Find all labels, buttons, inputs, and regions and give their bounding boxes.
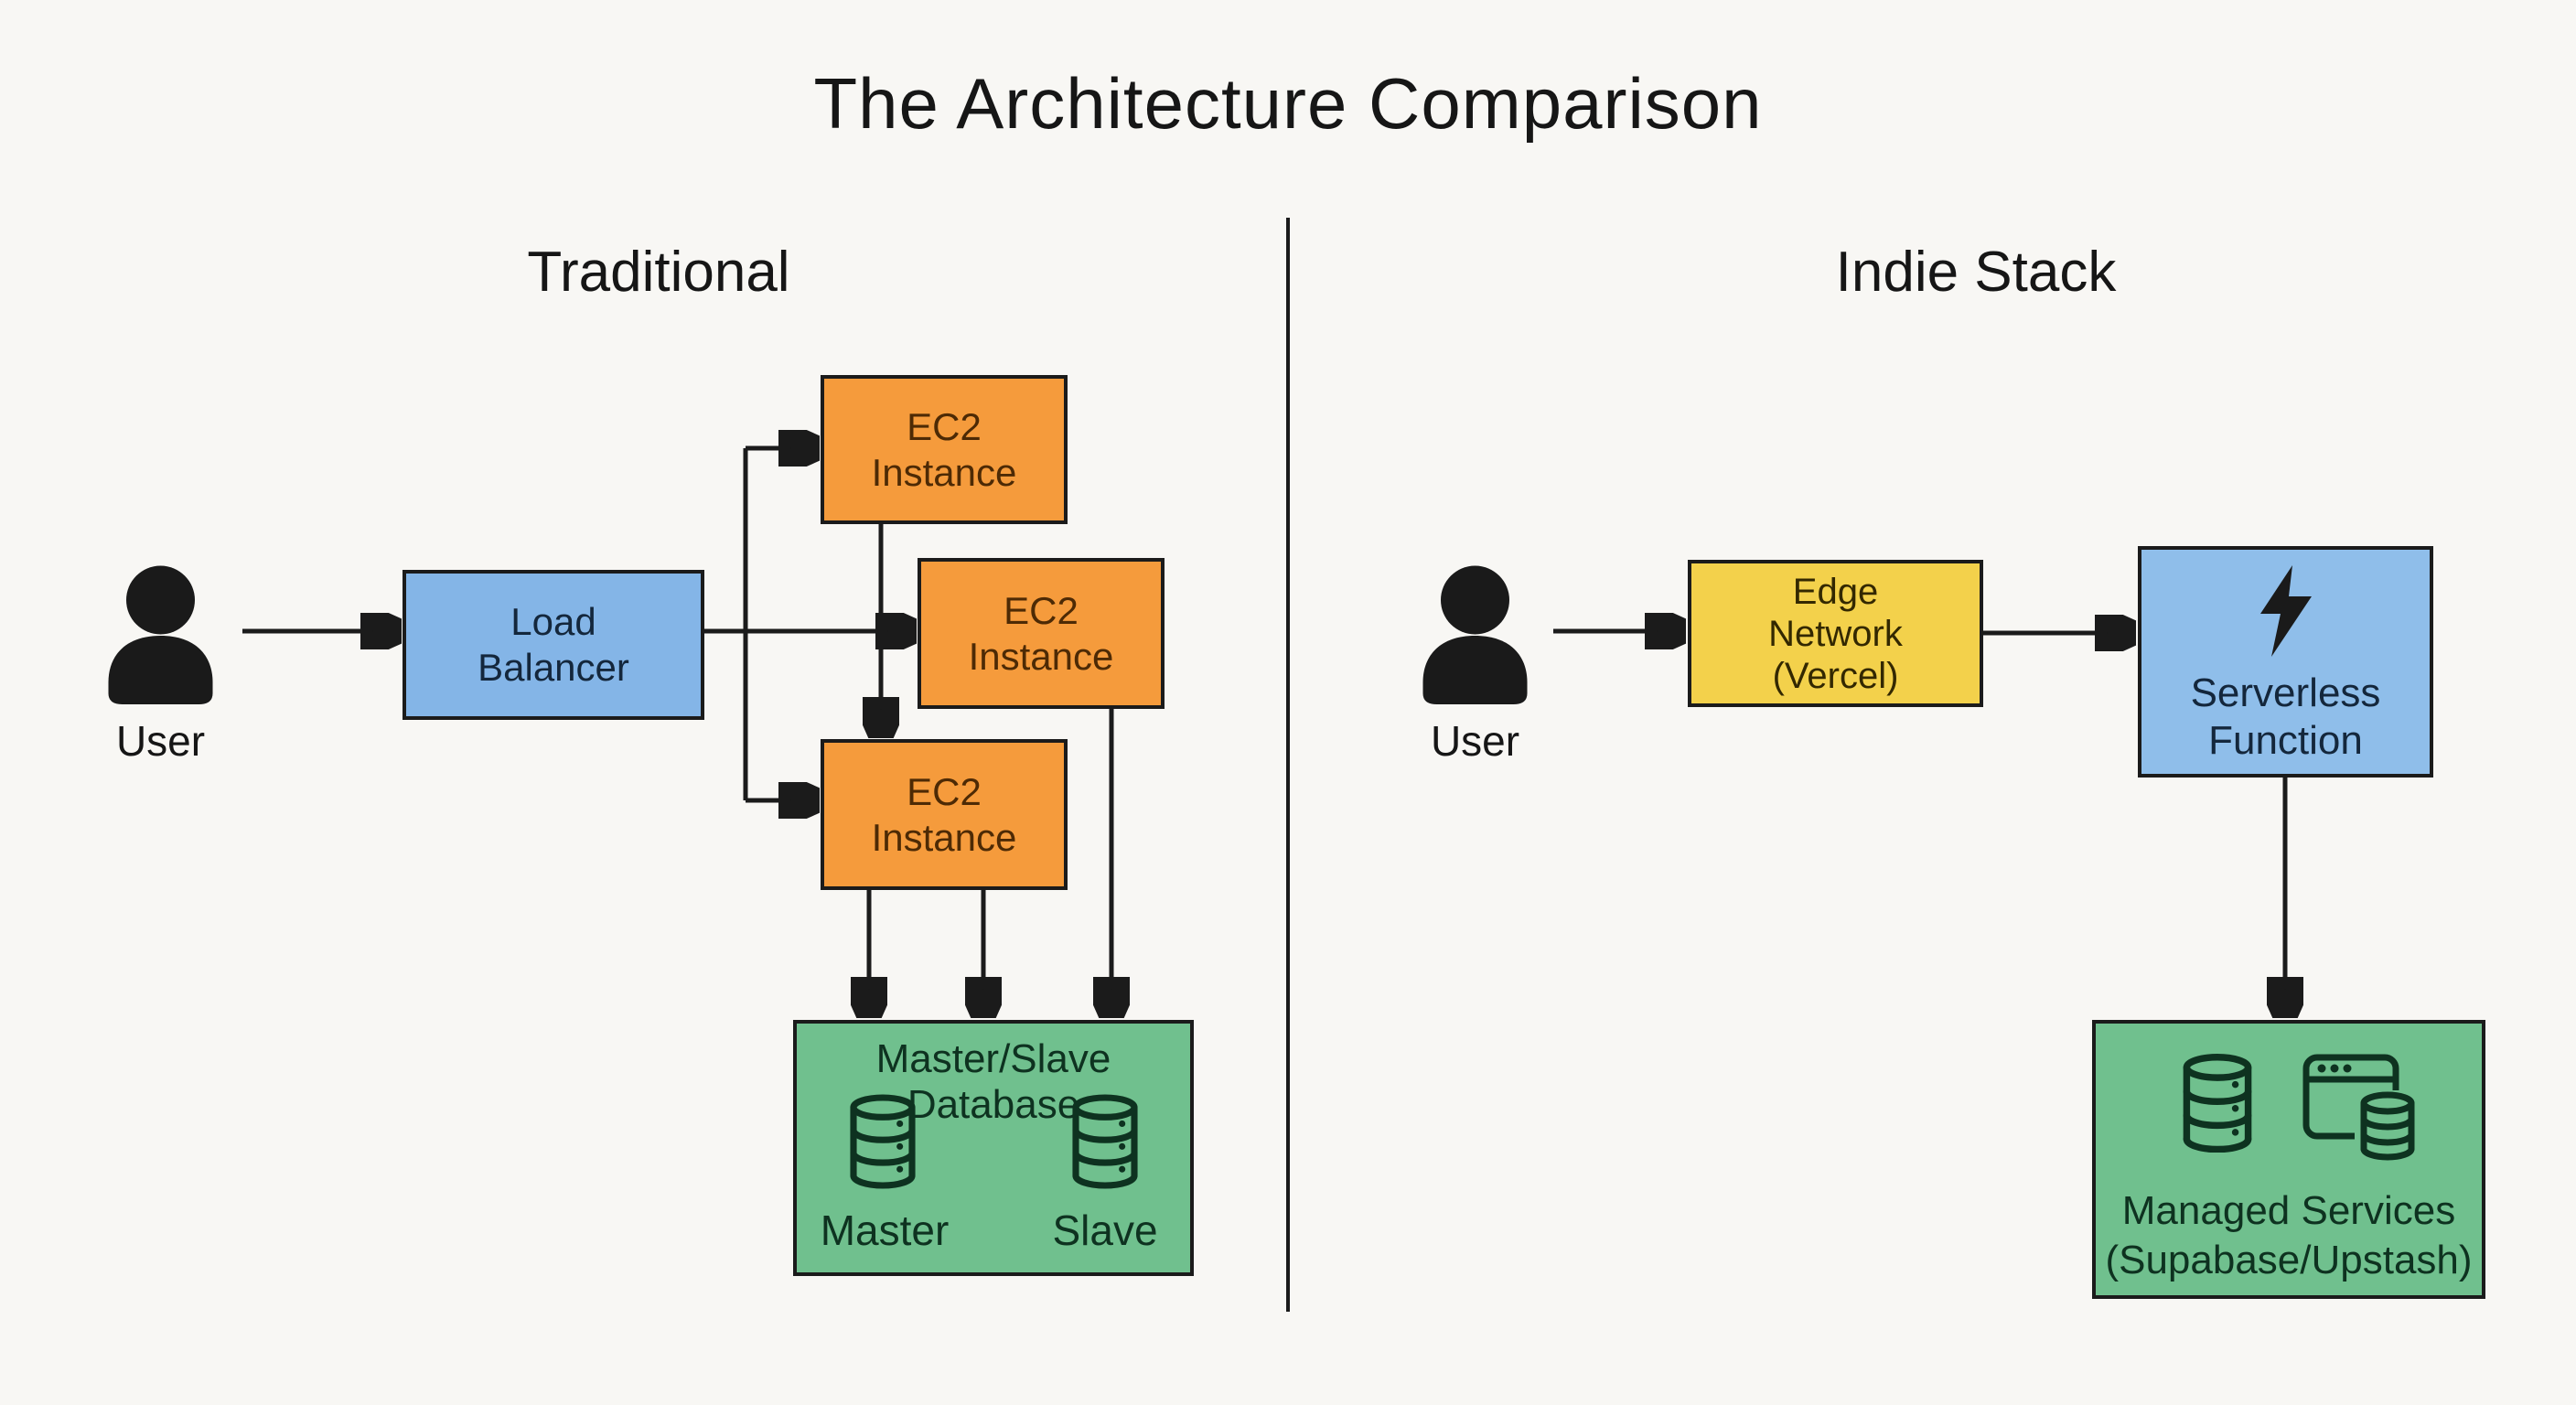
user-icon xyxy=(99,564,222,704)
serverless-function-label: Serverless Function xyxy=(2191,670,2381,765)
user-label-right: User xyxy=(1430,717,1520,765)
database-title: Master/Slave Database xyxy=(875,1036,1111,1127)
master-label: Master xyxy=(820,1207,950,1254)
ec2-middle-label-line1: EC2 xyxy=(1004,588,1079,632)
serverless-label-line2: Function xyxy=(2208,717,2363,763)
load-balancer-label-line1: Load xyxy=(510,600,596,643)
managed-services-node: Managed Services (Supabase/Upstash) xyxy=(2092,1020,2485,1299)
ec2-instance-top-node: EC2 Instance xyxy=(821,375,1068,524)
ec2-bottom-label-line1: EC2 xyxy=(907,769,982,813)
managed-label-line2: (Supabase/Upstash) xyxy=(2105,1238,2473,1282)
section-heading-traditional: Traditional xyxy=(527,241,790,304)
user-label: User xyxy=(115,717,206,765)
edge-network-label-line2: Network xyxy=(1768,613,1903,654)
section-divider xyxy=(1286,218,1290,1312)
browser-window-database-icon xyxy=(2302,1052,2422,1169)
ec2-bottom-label-line2: Instance xyxy=(871,815,1017,859)
load-balancer-label-line2: Balancer xyxy=(478,646,629,689)
ec2-instance-bottom-node: EC2 Instance xyxy=(821,739,1068,890)
managed-label-line1: Managed Services xyxy=(2121,1188,2456,1233)
serverless-label-line1: Serverless xyxy=(2190,670,2381,715)
master-slave-database-node: Master/Slave Database xyxy=(793,1020,1194,1276)
managed-database-icon xyxy=(2179,1054,2256,1165)
slave-label: Slave xyxy=(1052,1207,1158,1254)
ec2-top-label-line1: EC2 xyxy=(907,404,982,448)
master-database-icon xyxy=(846,1094,919,1189)
lightning-bolt-icon xyxy=(2259,564,2313,657)
serverless-function-node: Serverless Function xyxy=(2138,546,2433,778)
edge-network-node: Edge Network (Vercel) xyxy=(1688,560,1983,707)
ec2-middle-label-line2: Instance xyxy=(968,634,1114,678)
load-balancer-node: Load Balancer xyxy=(402,570,704,720)
edge-network-label-line1: Edge xyxy=(1792,571,1879,612)
ec2-top-label-line2: Instance xyxy=(871,450,1017,494)
edge-network-label-line3: (Vercel) xyxy=(1772,655,1899,696)
slave-database-icon xyxy=(1068,1094,1142,1189)
ec2-instance-middle-node: EC2 Instance xyxy=(918,558,1165,709)
managed-services-label: Managed Services (Supabase/Upstash) xyxy=(2096,1186,2482,1285)
section-heading-indie-stack: Indie Stack xyxy=(1835,241,2117,304)
user-icon-right xyxy=(1413,564,1537,704)
page-title: The Architecture Comparison xyxy=(813,63,1763,144)
